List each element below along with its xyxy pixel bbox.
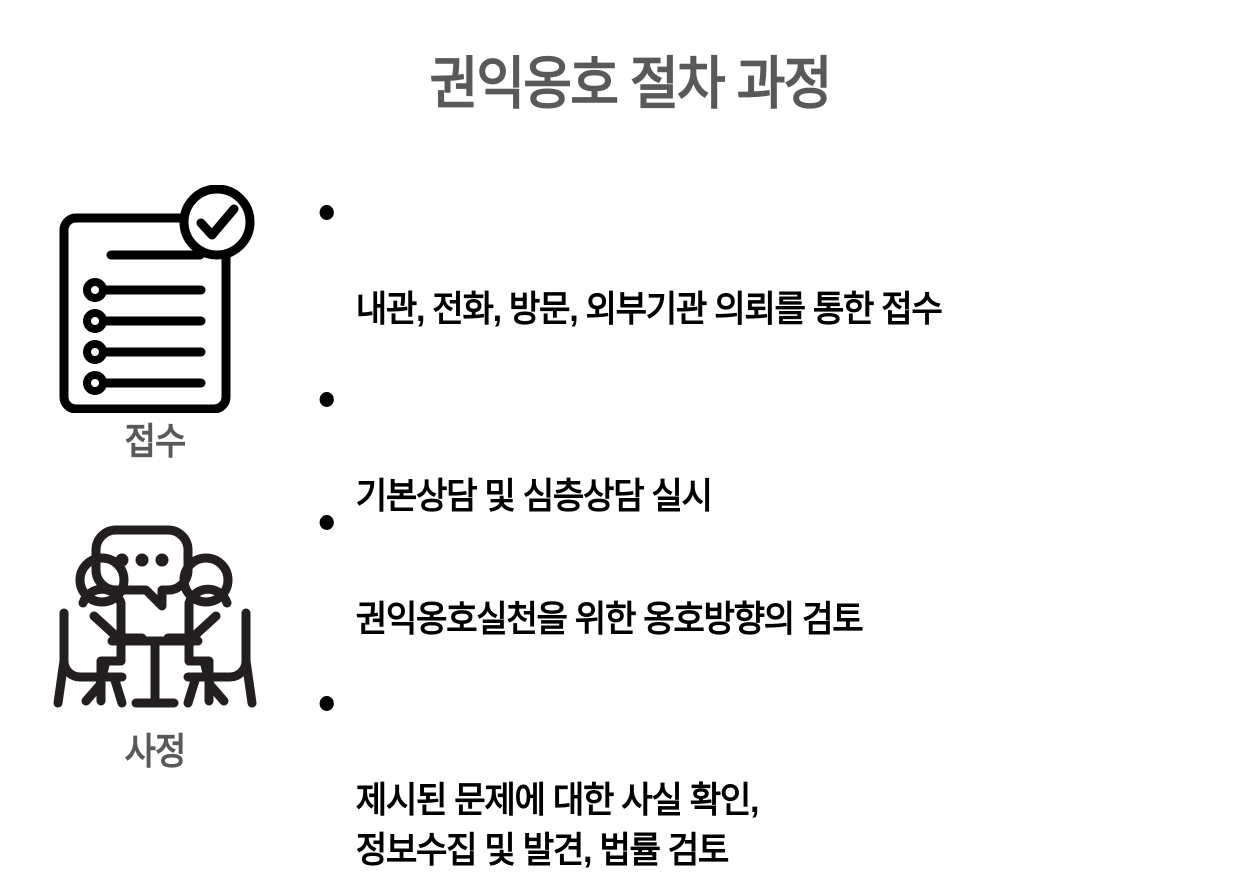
bullet-dot-icon [319,205,334,220]
checklist-document-icon [40,185,270,413]
bullet-list-intake: 내관, 전화, 방문, 외부기관 의뢰를 통한 접수 기본상담 및 심층상담 실… [312,185,1242,559]
list-item: 내관, 전화, 방문, 외부기관 의뢰를 통한 접수 [312,185,1196,334]
bullet-list-assessment: 권익옹호실천을 위한 옹호방향의 검토 제시된 문제에 대한 사실 확인, 정보… [312,495,1242,875]
bullet-text: 권익옹호실천을 위한 옹호방향의 검토 [355,598,864,640]
step-icon-column-assessment: 사정 [40,495,270,770]
step-icon-column-intake: 접수 [40,185,270,460]
list-item: 기본상담 및 심층상담 실시 [312,372,1196,521]
bullet-dot-icon [319,392,334,408]
list-item: 권익옹호실천을 위한 옹호방향의 검토 [312,495,1196,644]
list-item: 제시된 문제에 대한 사실 확인, 정보수집 및 발견, 법률 검토 [312,676,1196,875]
bullet-dot-icon [319,515,334,530]
step-label-assessment: 사정 [124,731,187,772]
bullet-text: 내관, 전화, 방문, 외부기관 의뢰를 통한 접수 [355,288,943,330]
bullet-text: 제시된 문제에 대한 사실 확인, 정보수집 및 발견, 법률 검토 [355,779,760,871]
bullet-dot-icon [319,696,334,712]
page-title: 권익옹호 절차 과정 [429,52,832,116]
two-people-consultation-icon [40,495,270,723]
step-label-intake: 접수 [124,421,187,462]
bullet-text: 기본상담 및 심층상담 실시 [355,475,713,517]
